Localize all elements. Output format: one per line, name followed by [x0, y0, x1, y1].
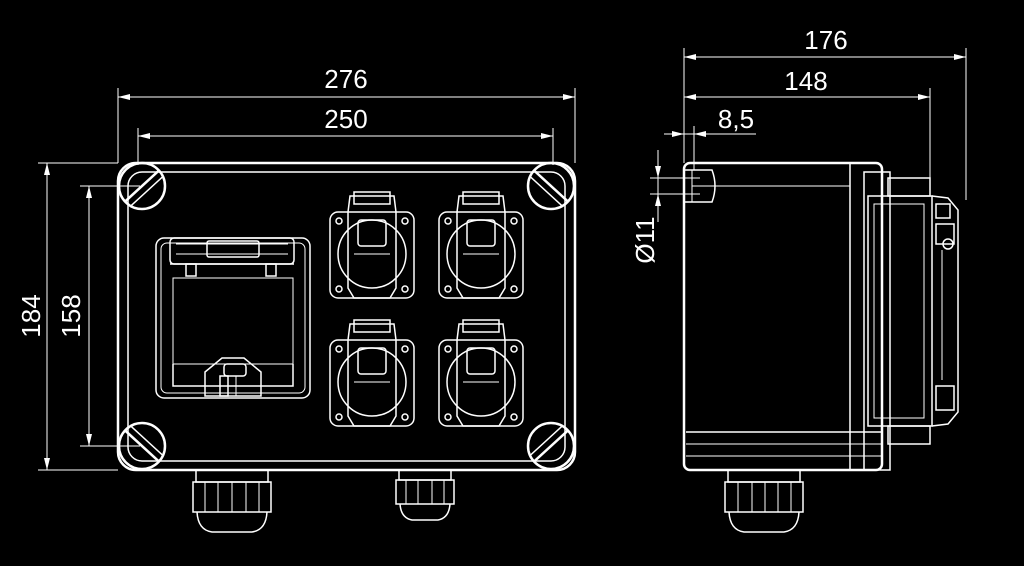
dim-label-250: 250: [324, 104, 367, 134]
dim-label-148: 148: [784, 66, 827, 96]
dim-side-body: [684, 88, 931, 178]
enclosure-lid-inner: [127, 171, 566, 462]
dim-side-overall: [683, 48, 967, 200]
side-view: 176 148 8,5 Ø11: [630, 25, 967, 533]
front-view: 276 250 184 158: [16, 64, 577, 533]
dim-front-width: [117, 88, 576, 163]
cable-gland-small: [395, 469, 455, 521]
dim-label-276: 276: [324, 64, 367, 94]
dim-label-diameter-11: Ø11: [630, 216, 660, 263]
dim-label-158: 158: [56, 294, 86, 337]
dim-front-mount-height: [80, 185, 140, 447]
socket-outlet-2: [438, 191, 524, 299]
dim-label-176: 176: [804, 25, 847, 55]
corner-screw-top-left: [117, 161, 167, 211]
side-cable-gland: [724, 469, 804, 533]
dim-label-8-5: 8,5: [718, 104, 754, 134]
socket-outlet-4: [438, 319, 524, 427]
dim-label-184: 184: [16, 294, 46, 337]
socket-group: [329, 191, 524, 427]
enclosure-outline: [116, 161, 577, 472]
dim-front-mount-width: [137, 128, 554, 165]
dim-side-offset: [664, 126, 756, 170]
side-body: [682, 161, 884, 472]
corner-screw-top-right: [526, 161, 576, 211]
cable-gland-large: [192, 469, 272, 533]
socket-outlet-3: [329, 319, 415, 427]
socket-outlet-1: [329, 191, 415, 299]
breaker-window: [155, 237, 311, 399]
dim-front-height: [38, 162, 118, 471]
corner-screw-bottom-right: [526, 421, 576, 471]
dim-hole-diameter: [650, 150, 700, 222]
